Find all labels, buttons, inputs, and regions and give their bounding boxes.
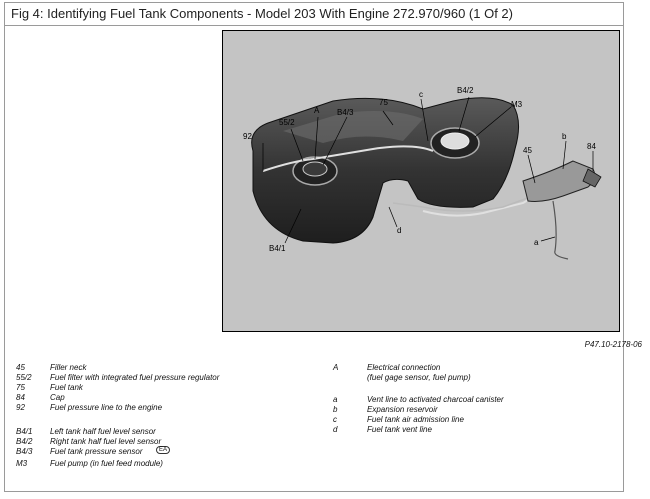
legend-code: b (333, 405, 338, 414)
vent-line-a (552, 200, 569, 260)
ea-badge-icon: EA (156, 446, 171, 454)
callout-B4-2: B4/2 (457, 86, 474, 95)
legend-desc: Fuel tank pressure sensor (50, 447, 143, 456)
legend-right: A Electrical connection (fuel gage sensor… (333, 363, 583, 443)
legend-desc: Vent line to activated charcoal canister (367, 395, 504, 404)
legend-code: A (333, 363, 339, 372)
legend-desc: Fuel pressure line to the engine (50, 403, 163, 412)
leader-lines (262, 96, 594, 244)
legend-desc: Electrical connection (367, 363, 441, 372)
callout-75: 75 (379, 98, 388, 107)
legend-code: B4/3 (16, 447, 33, 456)
legend-left: 45 Filler neck 55/2 Fuel filter with integ… (16, 363, 220, 483)
legend-desc: Cap (50, 393, 65, 402)
legend-desc: Filler neck (50, 363, 87, 372)
legend-desc: Fuel tank (50, 383, 83, 392)
legend-code: a (333, 395, 338, 404)
legend-desc: Fuel filter with integrated fuel pressur… (50, 373, 220, 382)
legend-desc: Left tank half fuel level sensor (50, 427, 156, 436)
callout-84: 84 (587, 142, 596, 151)
legend-desc: Expansion reservoir (367, 405, 438, 414)
legend-desc: (fuel gage sensor, fuel pump) (367, 373, 471, 382)
legend-desc: Fuel tank vent line (367, 425, 432, 434)
legend-desc: Fuel pump (in fuel feed module) (50, 459, 163, 468)
cap (582, 168, 602, 188)
callout-M3: M3 (511, 100, 523, 109)
callout-45: 45 (523, 146, 532, 155)
callout-55-2: 55/2 (279, 118, 295, 127)
legend-code: 55/2 (16, 373, 32, 382)
callout-A: A (314, 106, 320, 115)
figure-reference: P47.10-2178-06 (584, 340, 642, 349)
legend-code: M3 (16, 459, 28, 468)
legend-code: 45 (16, 363, 25, 372)
fuel-tank-drawing: 92 55/2 A B4/3 75 c B4/2 M3 b 84 45 d a … (243, 86, 602, 260)
callout-92: 92 (243, 132, 252, 141)
callout-B4-1: B4/1 (269, 244, 286, 253)
title-bar: Fig 4: Identifying Fuel Tank Components … (5, 3, 623, 26)
legend-code: 92 (16, 403, 25, 412)
legend-desc: Right tank half fuel level sensor (50, 437, 162, 446)
legend-code: c (333, 415, 337, 424)
legend-code: d (333, 425, 338, 434)
callout-a: a (534, 238, 539, 247)
legend-code: 75 (16, 383, 25, 392)
callout-B4-3: B4/3 (337, 108, 354, 117)
legend-code: 84 (16, 393, 25, 402)
figure-title: Fig 4: Identifying Fuel Tank Components … (11, 6, 513, 21)
legend-desc: Fuel tank air admission line (367, 415, 464, 424)
callout-d: d (397, 226, 401, 235)
callout-b: b (562, 132, 567, 141)
fuel-tank-illustration: 92 55/2 A B4/3 75 c B4/2 M3 b 84 45 d a … (222, 30, 620, 332)
legend-code: B4/1 (16, 427, 33, 436)
callout-c: c (419, 90, 423, 99)
legend-code: B4/2 (16, 437, 33, 446)
